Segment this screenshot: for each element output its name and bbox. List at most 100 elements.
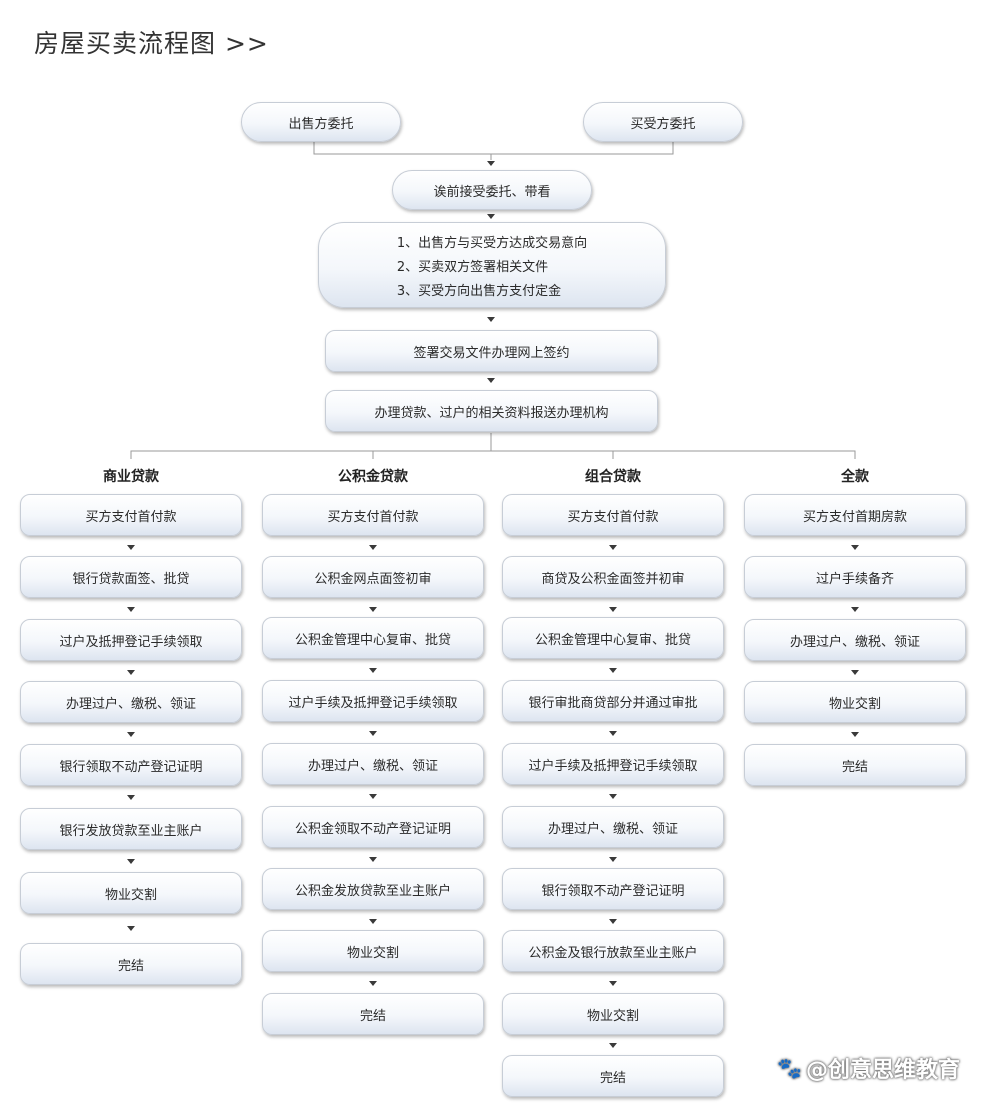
step-label: 完结 [841, 759, 868, 775]
combined-step-9: 物业交割 [502, 993, 724, 1035]
combined-step-2: 商贷及公积金面签并初审 [502, 556, 724, 598]
online-sign-label: 签署交易文件办理网上签约 [413, 345, 570, 361]
online-sign-box: 签署交易文件办理网上签约 [325, 330, 658, 372]
arrow-down [127, 732, 135, 737]
arrow-down [369, 981, 377, 986]
provident-step-8: 物业交割 [262, 930, 484, 972]
arrow-down [127, 795, 135, 800]
combined-step-5: 过户手续及抵押登记手续领取 [502, 743, 724, 785]
paw-icon: 🐾 [777, 1056, 802, 1080]
arrow-down [127, 926, 135, 931]
arrow-down [487, 214, 495, 219]
arrow-down [369, 919, 377, 924]
arrow-down [487, 317, 495, 322]
column-header-commercial-loan: 商业贷款 [103, 469, 159, 485]
intent-step-3: 3、买受方向出售方支付定金 [396, 283, 562, 299]
combined-step-1: 买方支付首付款 [502, 494, 724, 536]
commercial-step-1: 买方支付首付款 [20, 494, 242, 536]
arrow-down [609, 668, 617, 673]
page-title: 房屋买卖流程图 >> [34, 29, 269, 58]
step-label: 银行审批商贷部分并通过审批 [528, 695, 698, 711]
step-label: 过户及抵押登记手续领取 [59, 634, 203, 650]
step-label: 办理过户、缴税、领证 [307, 758, 438, 774]
step-label: 物业交割 [828, 696, 881, 712]
merge-line [313, 141, 674, 155]
column-header-combined-loan: 组合贷款 [585, 469, 641, 485]
step-label: 过户手续及抵押登记手续领取 [288, 695, 458, 711]
step-label: 完结 [599, 1070, 626, 1086]
arrow-down [609, 607, 617, 612]
agent-accept-box: 诶前接受委托、带看 [392, 170, 592, 210]
step-label: 公积金发放贷款至业主账户 [294, 883, 451, 899]
full-step-3: 办理过户、缴税、领证 [744, 619, 966, 661]
step-label: 物业交割 [586, 1008, 639, 1024]
arrow-down [369, 857, 377, 862]
full-step-2: 过户手续备齐 [744, 556, 966, 598]
combined-step-8: 公积金及银行放款至业主账户 [502, 930, 724, 972]
step-label: 银行贷款面签、批贷 [72, 571, 190, 587]
full-step-5: 完结 [744, 744, 966, 786]
provident-step-1: 买方支付首付款 [262, 494, 484, 536]
arrow-down [127, 859, 135, 864]
commercial-step-6: 银行发放贷款至业主账户 [20, 808, 242, 850]
branch-line [130, 450, 856, 459]
arrow-down [609, 981, 617, 986]
watermark-text: @创意思维教育 [805, 1058, 960, 1083]
combined-step-6: 办理过户、缴税、领证 [502, 806, 724, 848]
step-label: 物业交割 [104, 887, 157, 903]
commercial-step-8: 完结 [20, 943, 242, 985]
commercial-step-3: 过户及抵押登记手续领取 [20, 619, 242, 661]
provident-step-4: 过户手续及抵押登记手续领取 [262, 680, 484, 722]
step-label: 银行领取不动产登记证明 [541, 883, 685, 899]
provident-step-9: 完结 [262, 993, 484, 1035]
provident-step-7: 公积金发放贷款至业主账户 [262, 868, 484, 910]
seller-entrust-label: 出售方委托 [288, 116, 354, 132]
arrow-down [369, 668, 377, 673]
step-label: 过户手续备齐 [815, 571, 894, 587]
commercial-step-5: 银行领取不动产登记证明 [20, 744, 242, 786]
step-label: 办理过户、缴税、领证 [547, 821, 678, 837]
step-label: 公积金管理中心复审、批贷 [534, 632, 691, 648]
full-step-1: 买方支付首期房款 [744, 494, 966, 536]
provident-step-5: 办理过户、缴税、领证 [262, 743, 484, 785]
step-label: 完结 [359, 1008, 386, 1024]
arrow-down [369, 545, 377, 550]
step-label: 完结 [117, 958, 144, 974]
step-label: 物业交割 [346, 945, 399, 961]
arrow-down [851, 670, 859, 675]
arrow-down [369, 731, 377, 736]
column-header-provident-loan: 公积金贷款 [338, 469, 408, 485]
column-header-full-payment: 全款 [841, 469, 869, 485]
arrow-down [369, 607, 377, 612]
arrow-down [609, 545, 617, 550]
arrow-down [127, 607, 135, 612]
step-label: 买方支付首付款 [85, 509, 177, 525]
full-step-4: 物业交割 [744, 681, 966, 723]
buyer-entrust-label: 买受方委托 [630, 116, 696, 132]
seller-entrust-box: 出售方委托 [241, 102, 401, 142]
step-label: 办理过户、缴税、领证 [789, 634, 920, 650]
step-label: 商贷及公积金面签并初审 [541, 571, 685, 587]
step-label: 过户手续及抵押登记手续领取 [528, 758, 698, 774]
step-label: 公积金及银行放款至业主账户 [528, 945, 698, 961]
commercial-step-7: 物业交割 [20, 872, 242, 914]
step-label: 买方支付首付款 [567, 509, 659, 525]
provident-step-2: 公积金网点面签初审 [262, 556, 484, 598]
commercial-step-4: 办理过户、缴税、领证 [20, 681, 242, 723]
agent-accept-label: 诶前接受委托、带看 [433, 184, 551, 200]
step-label: 公积金网点面签初审 [314, 571, 432, 587]
step-label: 银行发放贷款至业主账户 [59, 823, 203, 839]
intent-step-2: 2、买卖双方签署相关文件 [396, 259, 549, 275]
provident-step-6: 公积金领取不动产登记证明 [262, 806, 484, 848]
step-label: 公积金领取不动产登记证明 [294, 821, 451, 837]
step-label: 银行领取不动产登记证明 [59, 759, 203, 775]
intent-steps-box: 1、出售方与买受方达成交易意向 2、买卖双方签署相关文件 3、买受方向出售方支付… [318, 222, 666, 308]
submit-materials-label: 办理贷款、过户的相关资料报送办理机构 [374, 405, 609, 421]
provident-step-3: 公积金管理中心复审、批贷 [262, 617, 484, 659]
arrow-down [851, 732, 859, 737]
arrow-down [609, 919, 617, 924]
arrow-down [487, 161, 495, 166]
arrow-down [127, 670, 135, 675]
arrow-down [127, 545, 135, 550]
